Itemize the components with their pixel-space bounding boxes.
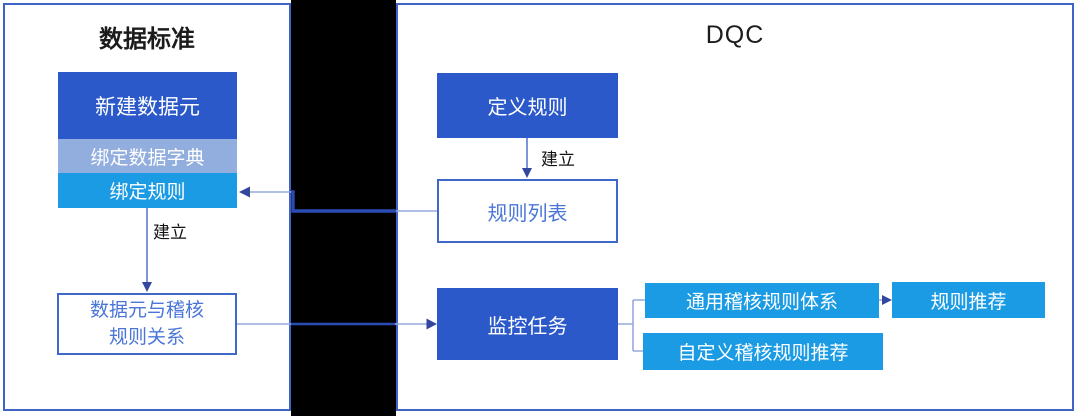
node-create-data-element: 新建数据元 <box>58 72 237 139</box>
node-bind-rule: 绑定规则 <box>58 173 237 208</box>
node-element-rule-relation-line1: 数据元与稽核 <box>89 300 204 321</box>
node-general-audit-rule-system: 通用稽核规则体系 <box>645 283 879 318</box>
node-rule-recommend: 规则推荐 <box>892 282 1045 318</box>
divider-band <box>291 0 396 416</box>
node-element-rule-relation-line2: 规则关系 <box>108 327 185 348</box>
node-rule-list: 规则列表 <box>437 179 618 243</box>
node-custom-audit-rule-recommend: 自定义稽核规则推荐 <box>643 333 883 370</box>
edge-label-establish-right: 建立 <box>541 150 575 169</box>
node-monitor-task: 监控任务 <box>437 288 618 360</box>
node-bind-data-dictionary: 绑定数据字典 <box>58 139 237 173</box>
panel-title-dqc: DQC <box>705 21 765 49</box>
node-element-rule-relation: 数据元与稽核 规则关系 <box>57 293 237 355</box>
panel-title-data-standard: 数据标准 <box>99 26 195 53</box>
edge-label-establish-left: 建立 <box>153 223 187 242</box>
node-define-rule: 定义规则 <box>437 73 618 138</box>
